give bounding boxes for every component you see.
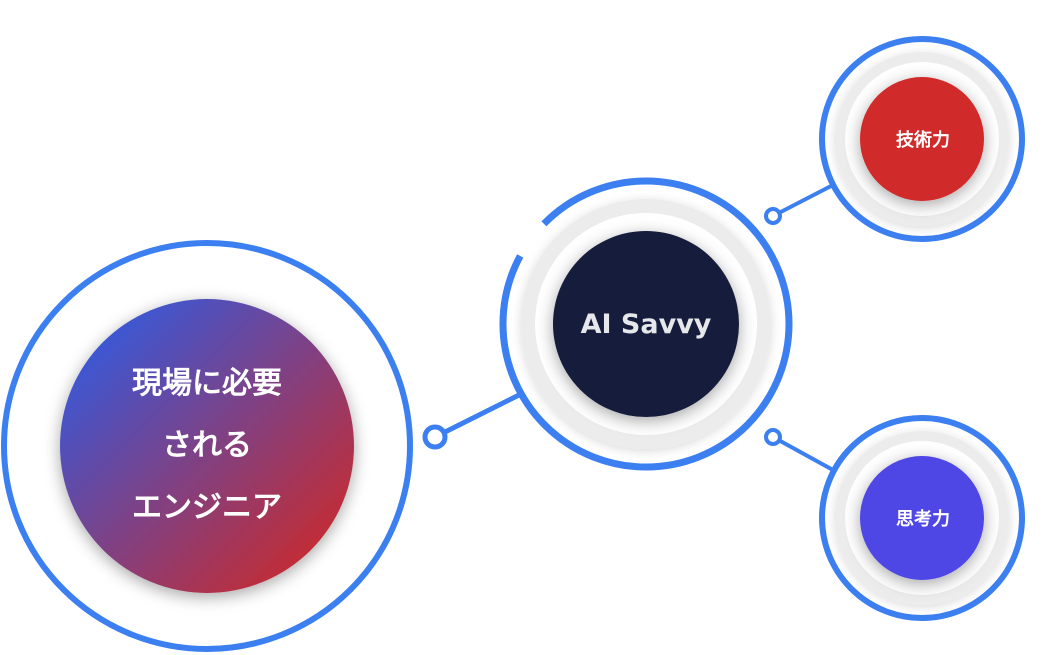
branch-label-tech: 技術力 [896, 130, 950, 151]
branch-node-tech [819, 36, 1025, 242]
main-node-line-2: される [162, 428, 252, 463]
connector-main-center [422, 390, 525, 450]
main-node-label: 現場に必要 される エンジニア [60, 299, 354, 593]
branch-label-thinking: 思考力 [896, 509, 950, 530]
center-node-label: AI Savvy [580, 308, 712, 340]
connector-center-bottom [764, 428, 834, 472]
main-node [1, 240, 413, 652]
main-node-line-1: 現場に必要 [132, 366, 282, 401]
branch-node-thinking [819, 415, 1025, 621]
main-node-line-3: エンジニア [132, 490, 282, 525]
connector-center-top [764, 183, 834, 225]
center-node [499, 177, 793, 471]
